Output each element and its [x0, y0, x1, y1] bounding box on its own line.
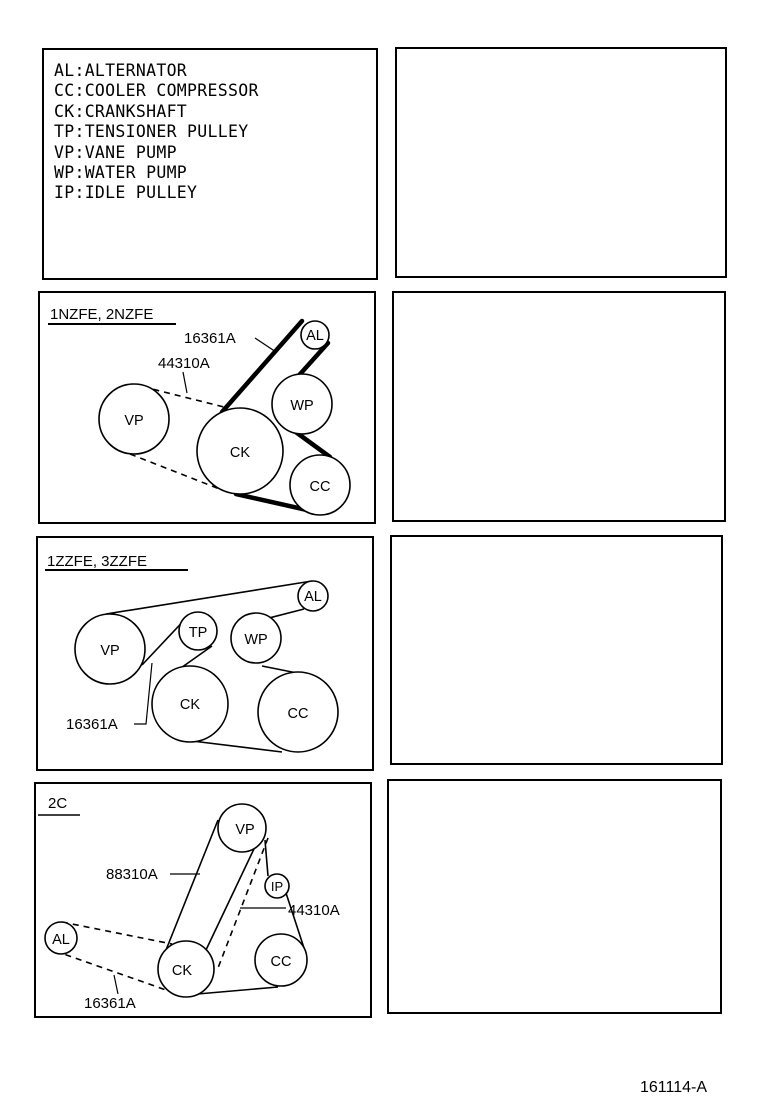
pulley-cc [254, 933, 308, 987]
part-number-label: 44310A [158, 355, 210, 372]
legend-panel: AL:ALTERNATOR CC:COOLER COMPRESSOR CK:CR… [42, 48, 378, 280]
pulley-label: AL [304, 589, 322, 605]
pulley-al [300, 320, 330, 350]
engine-header: 2C [48, 795, 67, 812]
blank-panel [390, 535, 723, 765]
legend-item: CK:CRANKSHAFT [54, 101, 188, 121]
pulley-vp [217, 803, 267, 853]
legend-item: WP:WATER PUMP [54, 163, 188, 183]
pulley-label: AL [52, 932, 70, 948]
engine-header: 1ZZFE, 3ZZFE [47, 553, 147, 570]
pulley-vp [74, 613, 146, 685]
blank-panel [395, 47, 727, 278]
pulley-ck [157, 940, 215, 998]
pulley-wp [230, 612, 282, 664]
pulley-label: VP [235, 822, 254, 838]
pulley-al [297, 580, 329, 612]
part-number-label: 44310A [288, 902, 340, 919]
pulley-label: CC [271, 954, 292, 970]
pulley-cc [257, 671, 339, 753]
diagram-frame [38, 291, 376, 524]
part-number-label: 88310A [106, 866, 158, 883]
engine-header: 1NZFE, 2NZFE [50, 306, 153, 323]
diagram-frame [36, 536, 374, 771]
pulley-label: AL [306, 328, 324, 344]
pulley-tp [178, 611, 218, 651]
diagram-frame [34, 782, 372, 1018]
part-number-label: 16361A [66, 716, 118, 733]
pulley-cc [289, 454, 351, 516]
leader-line [113, 974, 119, 995]
legend-item: VP:VANE PUMP [54, 142, 177, 162]
pulley-al [44, 921, 78, 955]
diagram-1zzfe: 1ZZFE, 3ZZFE AL TP WP VP CK CC 16361A [36, 536, 374, 771]
figure-id: 161114-A [640, 1079, 708, 1096]
part-number-label: 16361A [84, 995, 136, 1012]
pulley-label: CC [310, 479, 331, 495]
pulley-label: VP [100, 643, 119, 659]
legend-item: AL:ALTERNATOR [54, 61, 188, 80]
legend-item: IP:IDLE PULLEY [54, 183, 198, 203]
pulley-ip [264, 873, 290, 899]
pulley-label: IP [271, 879, 283, 894]
pulley-label: WP [244, 632, 267, 648]
pulley-ck [151, 665, 229, 743]
pulley-ck [196, 407, 284, 495]
legend-item: CC:COOLER COMPRESSOR [54, 81, 259, 101]
pulley-label: CC [288, 706, 309, 722]
leader-line [254, 337, 277, 353]
leader-line [182, 371, 188, 394]
pulley-label: CK [172, 963, 192, 979]
leader-line [134, 662, 153, 725]
diagram-2c: 2C VP IP AL CK CC 88310A 44310 [34, 782, 372, 1018]
pulley-label: TP [189, 625, 208, 641]
part-number-label: 16361A [184, 330, 236, 347]
pulley-wp [271, 373, 333, 435]
blank-panel [387, 779, 722, 1014]
legend-item: TP:TENSIONER PULLEY [54, 122, 249, 142]
pulley-label: WP [290, 398, 313, 414]
pulley-label: VP [124, 413, 143, 429]
belt-16361a [54, 921, 173, 991]
belt-88310a [163, 819, 263, 956]
belt-44310a [185, 837, 305, 996]
legend-list: AL:ALTERNATOR CC:COOLER COMPRESSOR CK:CR… [54, 61, 259, 204]
pulley-label: CK [230, 445, 250, 461]
diagram-1nzfe: 1NZFE, 2NZFE AL WP VP CK CC 16361A 44310… [38, 291, 376, 524]
blank-panel [392, 291, 726, 522]
pulley-label: CK [180, 697, 200, 713]
pulley-vp [98, 383, 170, 455]
